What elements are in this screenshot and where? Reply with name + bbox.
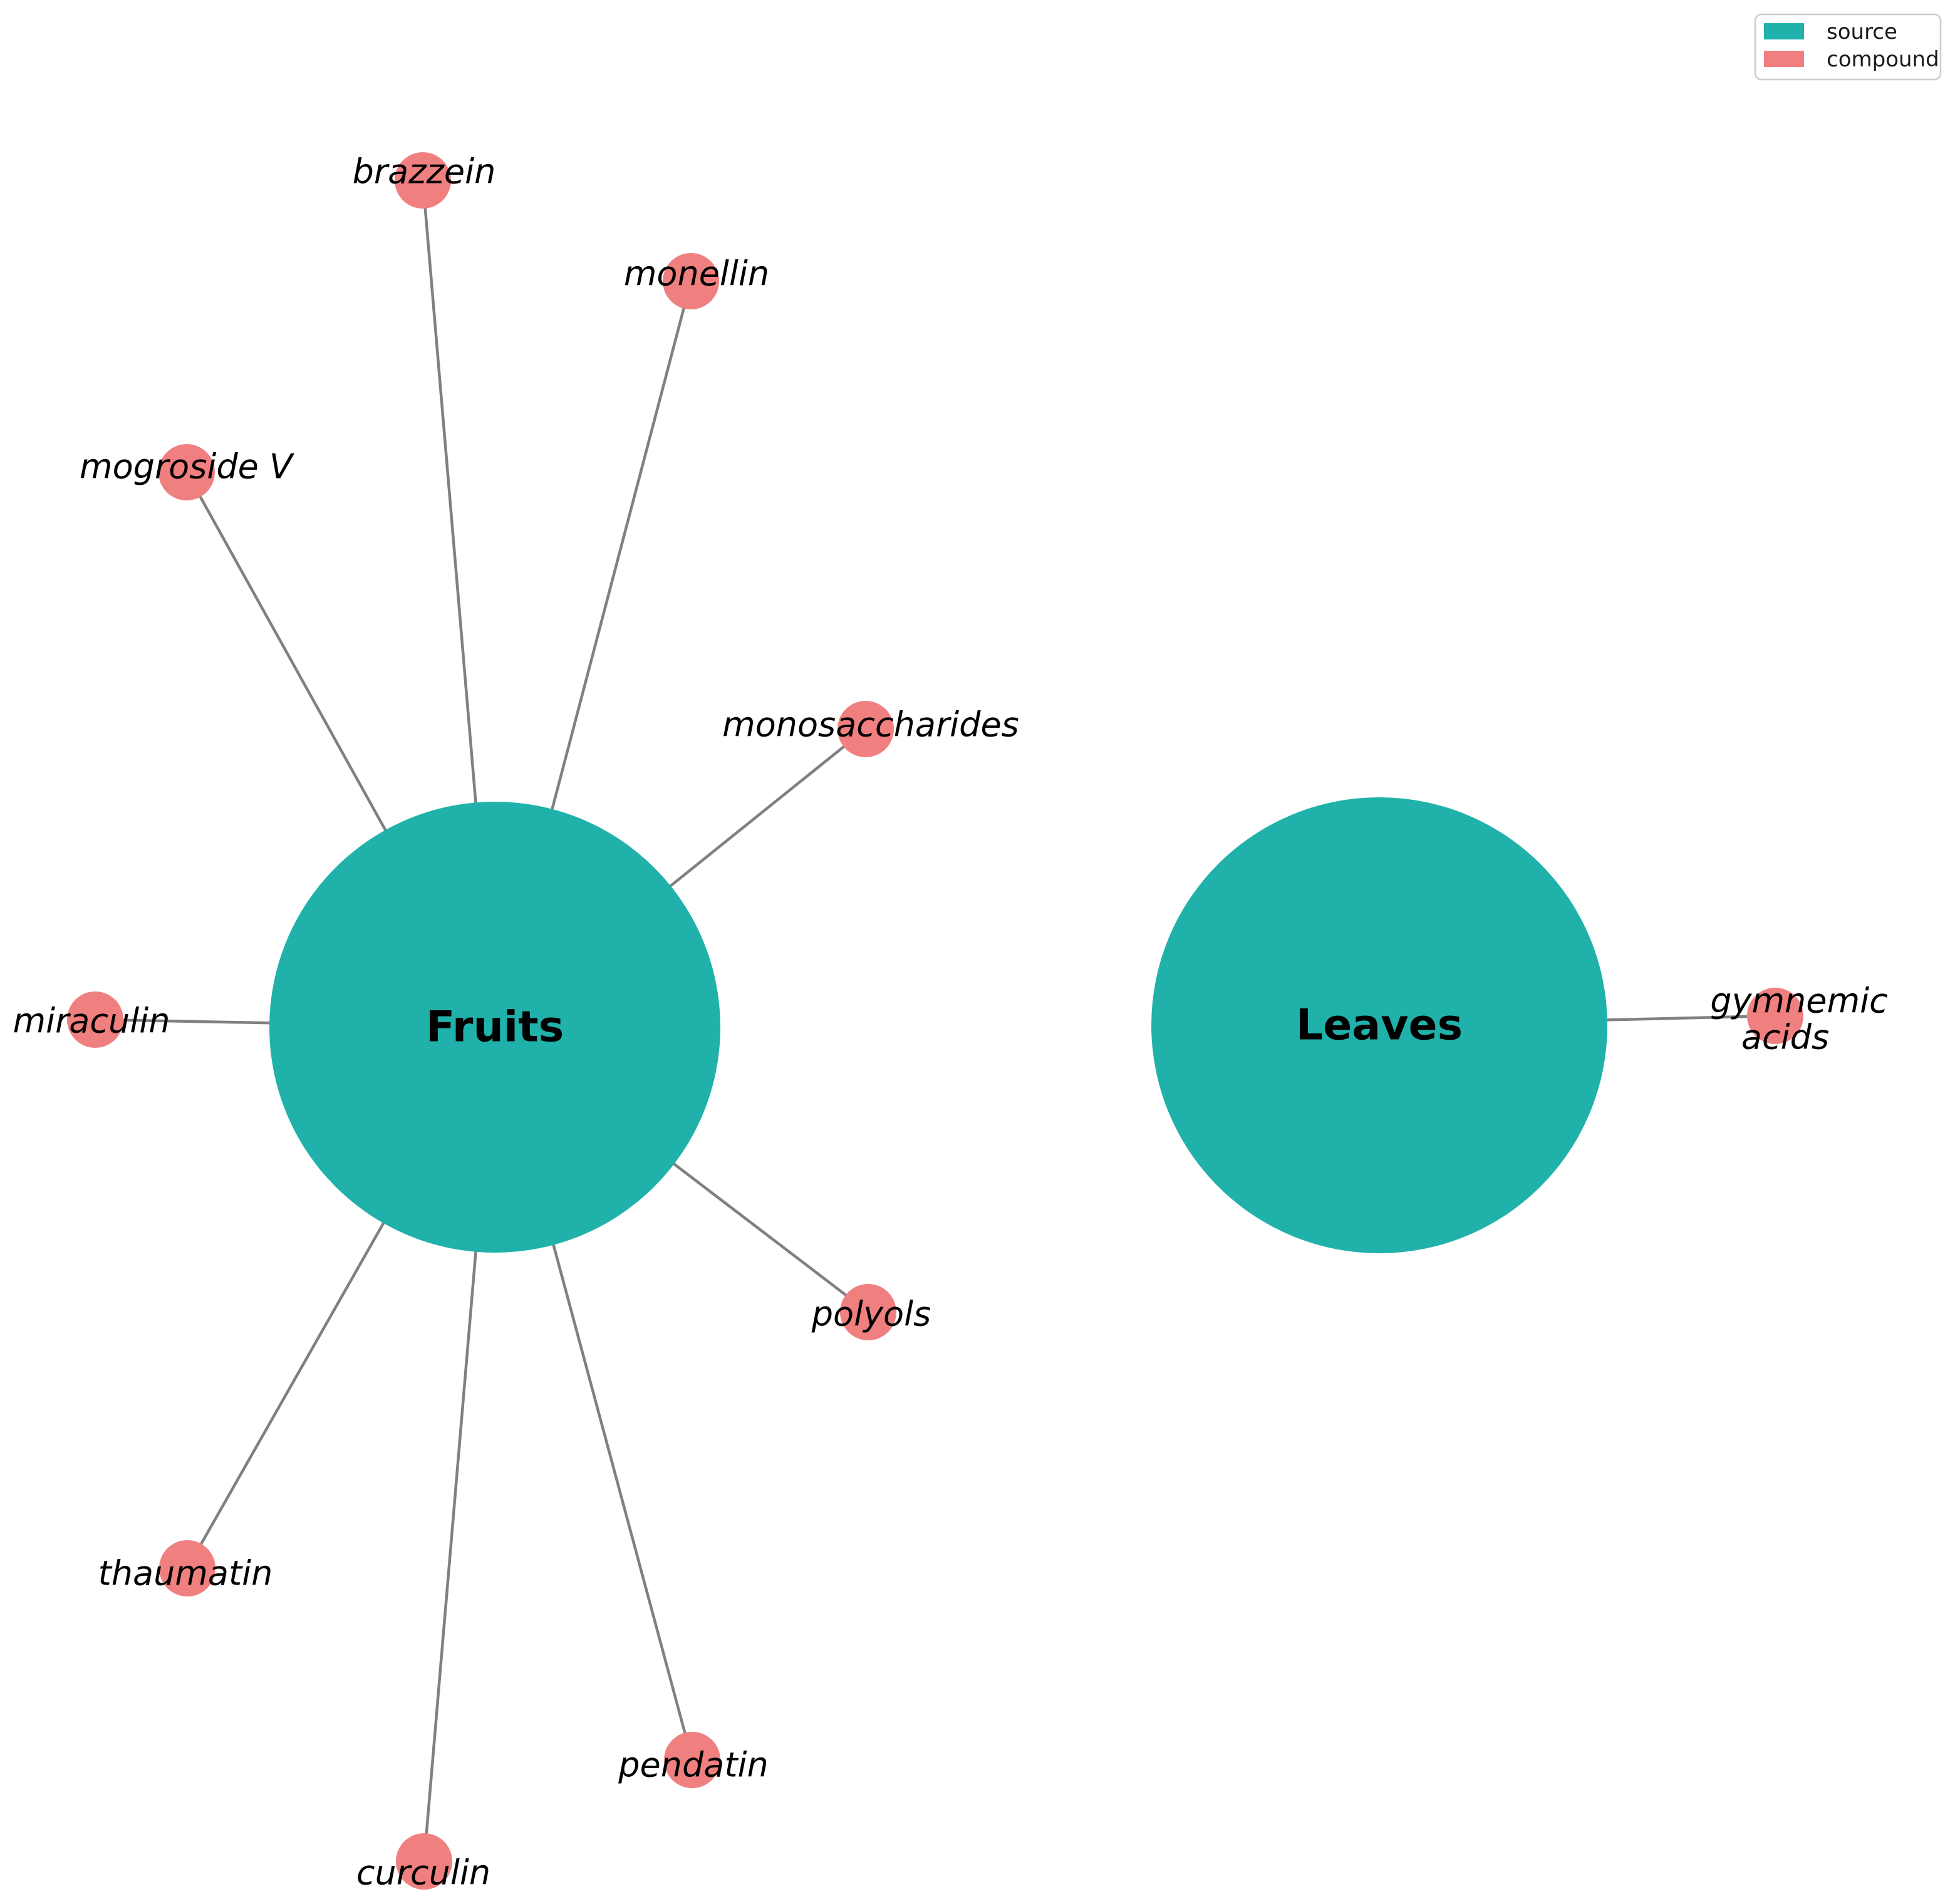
label-curculin: curculin [356,1853,490,1893]
node-monosaccharides [837,701,894,757]
label-monellin: monellin [624,254,769,294]
label-mogroside-v: mogroside V [80,447,295,487]
compound-nodes [67,152,1803,1890]
node-gymnemic-acids [1747,988,1803,1044]
label-miraculin: miraculin [13,1001,170,1041]
node-pendatin [664,1732,720,1788]
node-curculin [396,1833,452,1890]
legend-label-source: source [1827,19,1897,44]
legend: source compound [1754,13,1942,81]
source-nodes [269,797,1607,1253]
label-thaumatin: thaumatin [98,1554,273,1593]
label-pendatin: pendatin [618,1746,769,1785]
node-monellin [663,253,719,309]
compound-labels: brazzein monellin mogroside V monosaccha… [13,152,1887,1893]
node-miraculin [67,991,123,1048]
label-brazzein: brazzein [353,152,496,192]
label-leaves: Leaves [1296,1001,1463,1050]
source-labels: Fruits Leaves [426,1001,1463,1052]
label-gymnemic-acids: gymnemic acids [1710,981,1888,1057]
label-monosaccharides: monosaccharides [722,705,1019,745]
legend-label-compound: compound [1827,47,1939,72]
node-fruits [269,802,720,1253]
node-mogroside-v [158,444,215,500]
label-gymnemic-acids-line2: acids [1741,1018,1829,1057]
node-brazzein [395,152,451,209]
label-polyols: polyols [811,1295,931,1334]
node-polyols [840,1284,896,1340]
label-fruits: Fruits [426,1003,564,1052]
label-gymnemic-acids-line1: gymnemic [1710,981,1888,1021]
node-leaves [1151,797,1607,1253]
legend-swatch-source [1764,23,1804,39]
legend-swatch-compound [1764,51,1804,67]
node-thaumatin [159,1540,215,1596]
